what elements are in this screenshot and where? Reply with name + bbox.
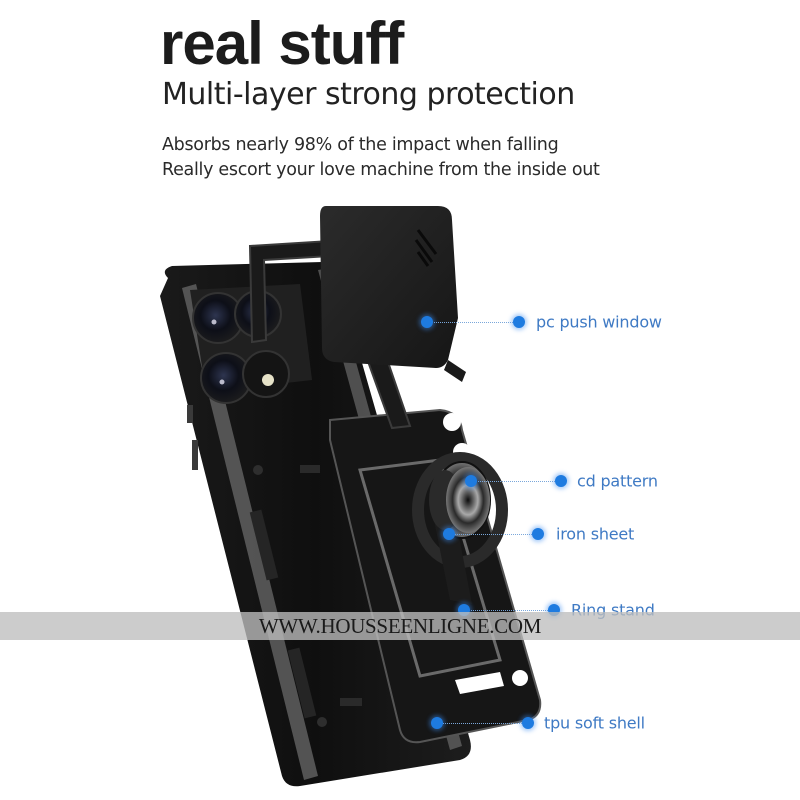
- callout-line: [464, 610, 554, 611]
- callout-label: cd pattern: [577, 471, 658, 491]
- marker-dot-icon: [555, 475, 567, 487]
- description-line-1: Absorbs nearly 98% of the impact when fa…: [162, 135, 559, 155]
- callout-line: [437, 723, 528, 724]
- marker-dot-icon: [421, 316, 433, 328]
- marker-dot-icon: [522, 717, 534, 729]
- marker-dot-icon: [443, 528, 455, 540]
- description: Absorbs nearly 98% of the impact when fa…: [162, 133, 600, 183]
- watermark-band: [0, 612, 800, 640]
- callout-label: iron sheet: [556, 524, 635, 544]
- armor-frame: [329, 408, 542, 744]
- watermark: WWW.HOUSSEENLIGNE.COM: [258, 614, 542, 638]
- description-line-2: Really escort your love machine from the…: [162, 160, 600, 180]
- pc-push-window: [320, 206, 466, 382]
- marker-dot-icon: [465, 475, 477, 487]
- callout-line: [449, 534, 538, 535]
- marker-dot-icon: [431, 717, 443, 729]
- marker-dot-icon: [532, 528, 544, 540]
- marker-dot-icon: [513, 316, 525, 328]
- callout-label: pc push window: [536, 312, 662, 332]
- subheadline: Multi-layer strong protection: [162, 77, 575, 112]
- callout-label: tpu soft shell: [544, 713, 645, 733]
- callout-line: [427, 322, 519, 323]
- headline: real stuff: [160, 10, 404, 77]
- callout-line: [471, 481, 561, 482]
